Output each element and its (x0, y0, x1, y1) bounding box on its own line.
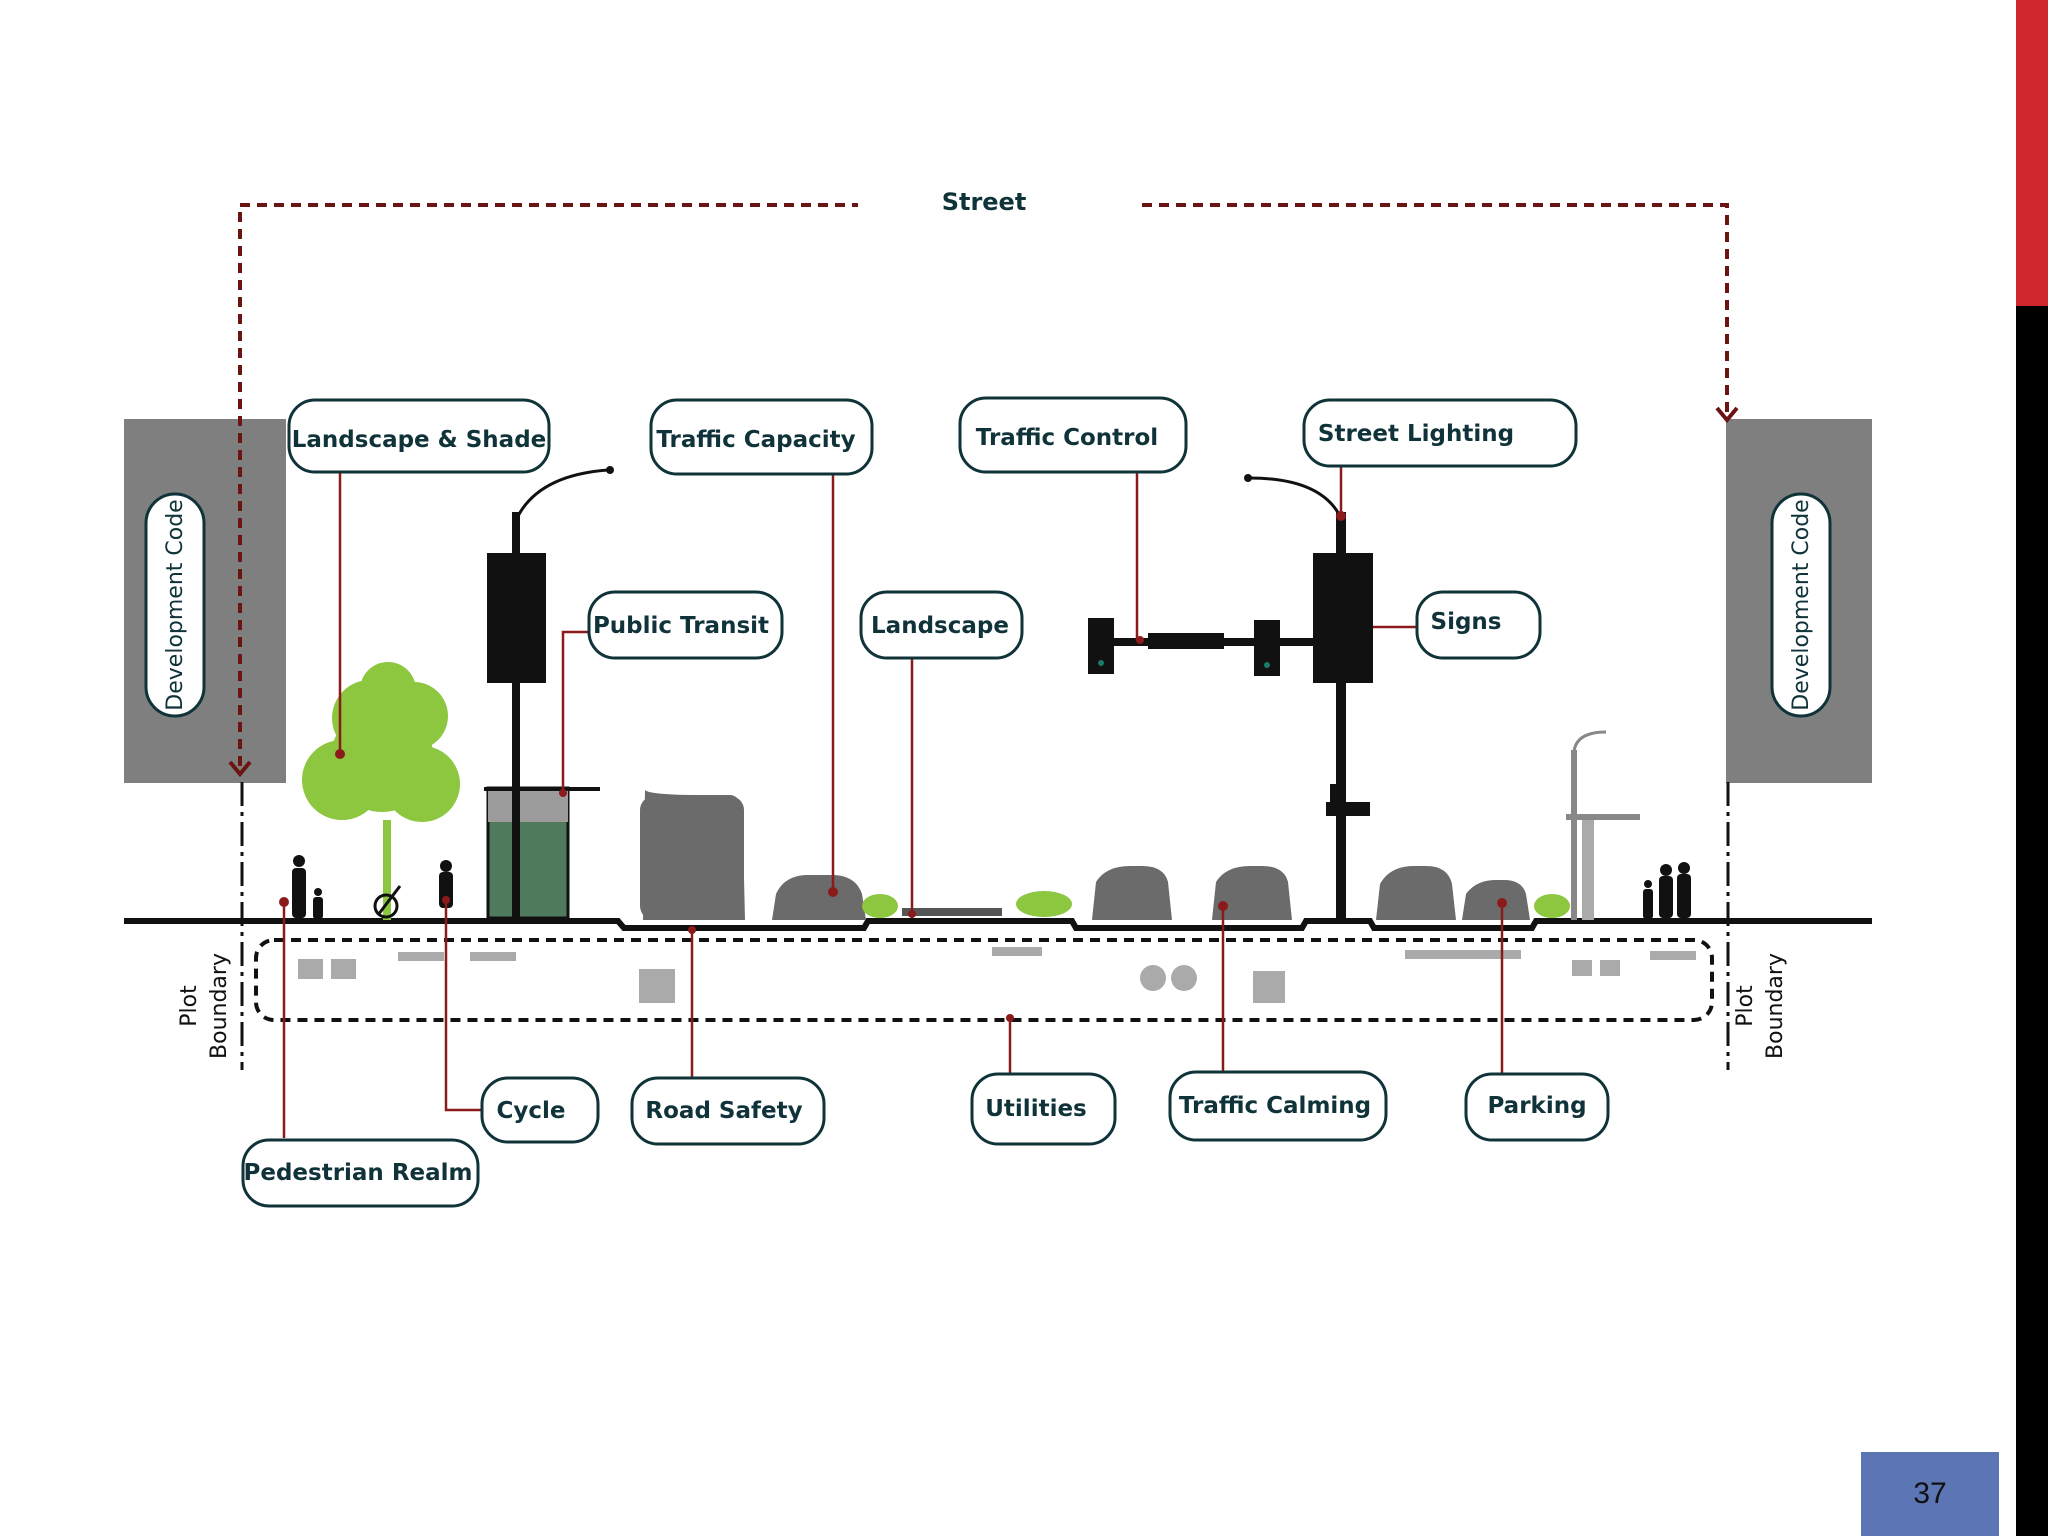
utilities-trench (254, 938, 1714, 1022)
page-number: 37 (1861, 1452, 1999, 1536)
signal-pole (1088, 474, 1373, 920)
label-traffic-calming: Traffic Calming (1179, 1093, 1371, 1119)
car-icon-2 (1092, 866, 1172, 920)
tree-icon (302, 662, 460, 920)
street-title: Street (942, 188, 1027, 216)
plot-boundary-right-line2: Boundary (1763, 953, 1788, 1059)
leader-dots (279, 511, 1507, 1022)
underground-utility-marks (298, 947, 1696, 1003)
pedestrians-right-icon (1643, 862, 1691, 919)
transit-shelter (484, 786, 600, 920)
label-cycle: Cycle (497, 1098, 566, 1124)
development-code-right-label: Development Code (1789, 499, 1814, 710)
car-icon-5 (1462, 880, 1530, 920)
plot-boundary-right-label: Plot Boundary (1733, 953, 1788, 1059)
label-traffic-control: Traffic Control (976, 425, 1158, 451)
vehicles (640, 790, 1530, 920)
car-icon-1 (772, 875, 866, 920)
street-bracket (238, 203, 1729, 766)
median-landscape (862, 891, 1570, 918)
plot-boundary-left-label: Plot Boundary (177, 953, 232, 1059)
street-lamp-right (1566, 730, 1640, 920)
label-signs: Signs (1431, 609, 1502, 635)
label-landscape: Landscape (871, 613, 1009, 639)
label-parking: Parking (1487, 1093, 1586, 1119)
side-accent-red (2016, 0, 2048, 306)
side-accent-black (2016, 306, 2048, 1536)
plot-boundary-left-line2: Boundary (207, 953, 232, 1059)
light-pole-left (487, 466, 614, 920)
label-street-lighting: Street Lighting (1318, 421, 1514, 447)
development-code-left-label: Development Code (163, 499, 188, 710)
development-code-left: Development Code (144, 492, 206, 718)
label-boxes (241, 396, 1610, 1208)
plot-boundary-right-line1: Plot (1733, 985, 1758, 1027)
pedestrians-left-icon (292, 855, 323, 919)
label-road-safety: Road Safety (645, 1098, 802, 1124)
label-public-transit: Public Transit (593, 613, 769, 639)
label-traffic-capacity: Traffic Capacity (656, 427, 855, 453)
development-code-right: Development Code (1770, 492, 1832, 718)
car-icon-4 (1376, 866, 1456, 920)
plot-boundary-left-line1: Plot (177, 985, 202, 1027)
ground-line (124, 918, 1872, 931)
arrow-down-left-icon (228, 760, 252, 778)
car-icon-3 (1212, 866, 1292, 920)
label-landscape-shade: Landscape & Shade (292, 427, 547, 453)
label-utilities: Utilities (985, 1096, 1087, 1122)
label-pedestrian-realm: Pedestrian Realm (243, 1160, 472, 1186)
arrow-down-right-icon (1715, 406, 1739, 424)
